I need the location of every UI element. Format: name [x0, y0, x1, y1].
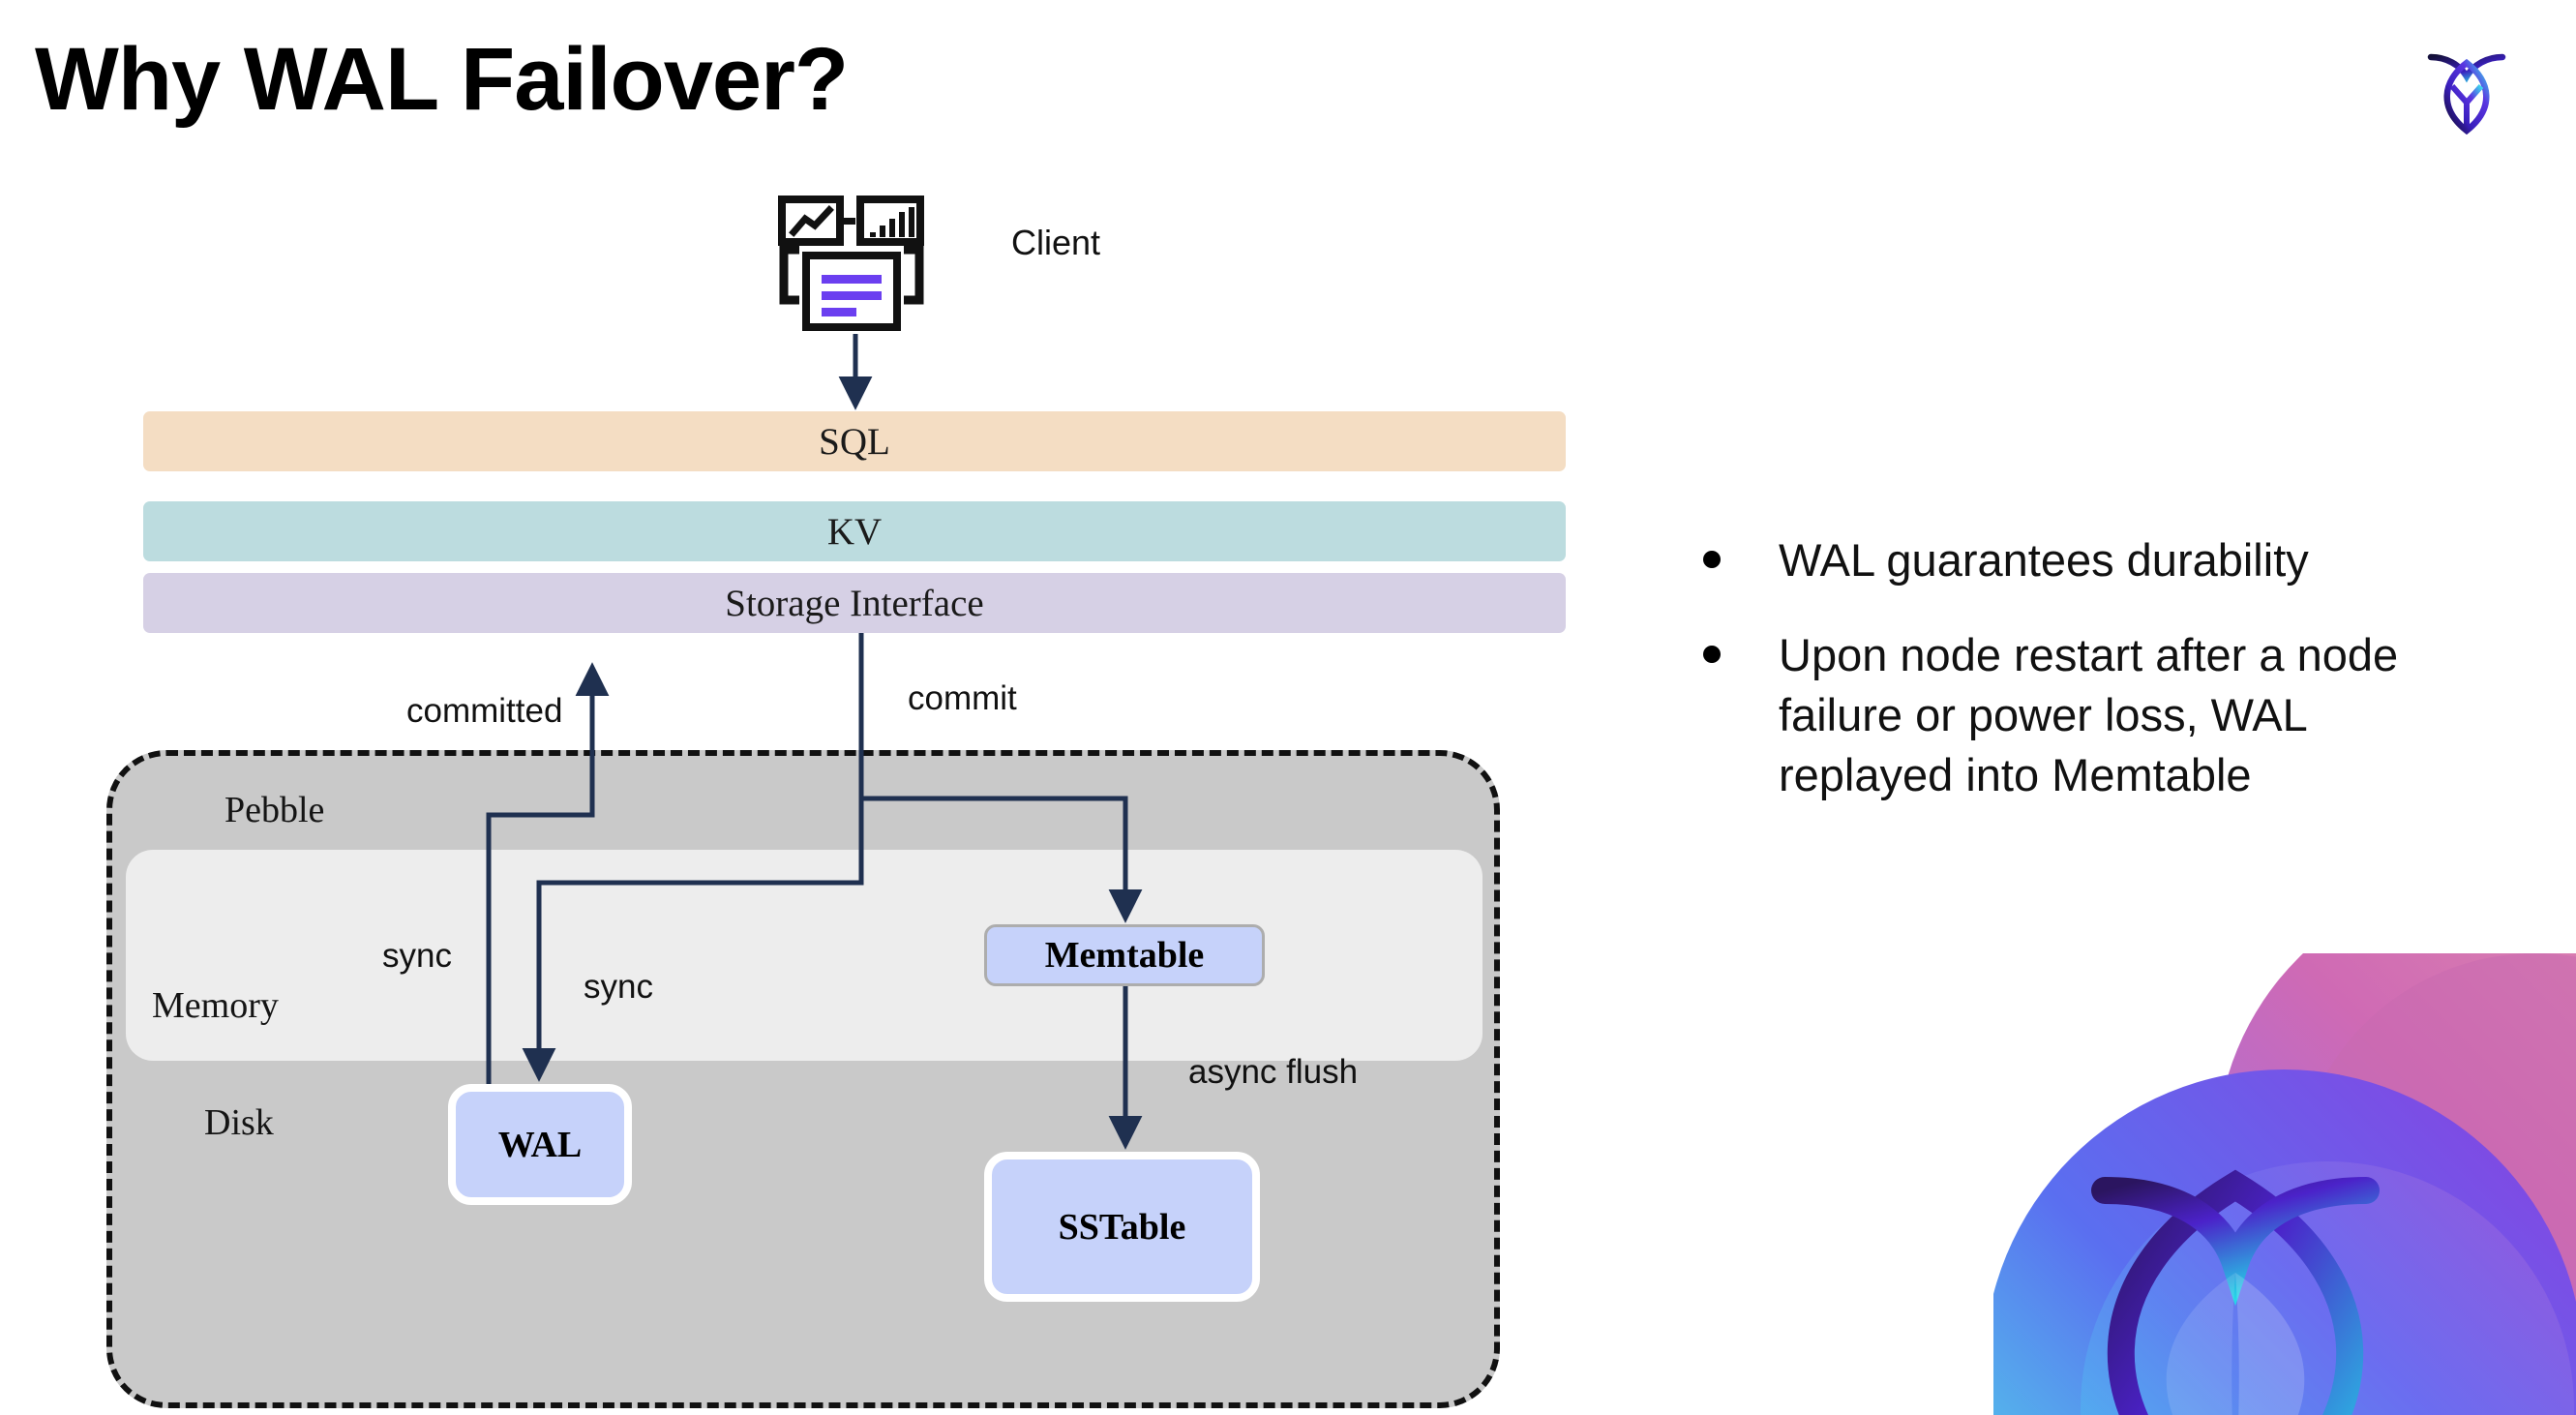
- edge-label-sync-b: sync: [584, 968, 653, 1006]
- client-dashboard-icon: [774, 194, 929, 334]
- bullet-text: Upon node restart after a node failure o…: [1779, 629, 2399, 801]
- layer-bar-storage-interface[interactable]: Storage Interface: [143, 573, 1566, 633]
- layer-bar-kv[interactable]: KV: [143, 501, 1566, 561]
- edge-label-committed: committed: [406, 692, 563, 730]
- disk-label: Disk: [204, 1102, 274, 1143]
- cockroach-logo-icon: [2413, 33, 2520, 139]
- bullet-list: WAL guarantees durability Upon node rest…: [1703, 530, 2477, 840]
- page-title: Why WAL Failover?: [35, 30, 849, 129]
- client-label: Client: [1011, 223, 1101, 262]
- architecture-diagram: Pebble Memory Disk SQL KV Storage Interf…: [106, 194, 1566, 1408]
- node-sstable-label: SSTable: [1058, 1206, 1186, 1248]
- diagram-connectors: [486, 334, 1143, 1150]
- edge-label-commit: commit: [908, 679, 1017, 717]
- node-memtable-label: Memtable: [1044, 935, 1205, 976]
- bullet-dot-icon: [1703, 646, 1721, 664]
- node-wal-label: WAL: [497, 1124, 583, 1165]
- bullet-dot-icon: [1703, 551, 1721, 568]
- node-memtable[interactable]: Memtable: [984, 924, 1265, 986]
- layer-bar-sql-label: SQL: [819, 420, 890, 463]
- layer-bar-kv-label: KV: [826, 510, 883, 553]
- edge-label-async-flush: async flush: [1188, 1053, 1359, 1091]
- memory-label: Memory: [152, 985, 279, 1026]
- node-sstable[interactable]: SSTable: [984, 1152, 1260, 1302]
- list-item: WAL guarantees durability: [1703, 530, 2477, 590]
- bullet-text: WAL guarantees durability: [1779, 534, 2309, 586]
- layer-bar-sql[interactable]: SQL: [143, 411, 1566, 471]
- node-wal[interactable]: WAL: [448, 1084, 632, 1205]
- gradient-circles-leaf-art: [1993, 953, 2576, 1415]
- pebble-label: Pebble: [225, 790, 325, 830]
- list-item: Upon node restart after a node failure o…: [1703, 625, 2477, 805]
- edge-label-sync-a: sync: [382, 937, 452, 975]
- layer-bar-storage-label: Storage Interface: [725, 582, 984, 624]
